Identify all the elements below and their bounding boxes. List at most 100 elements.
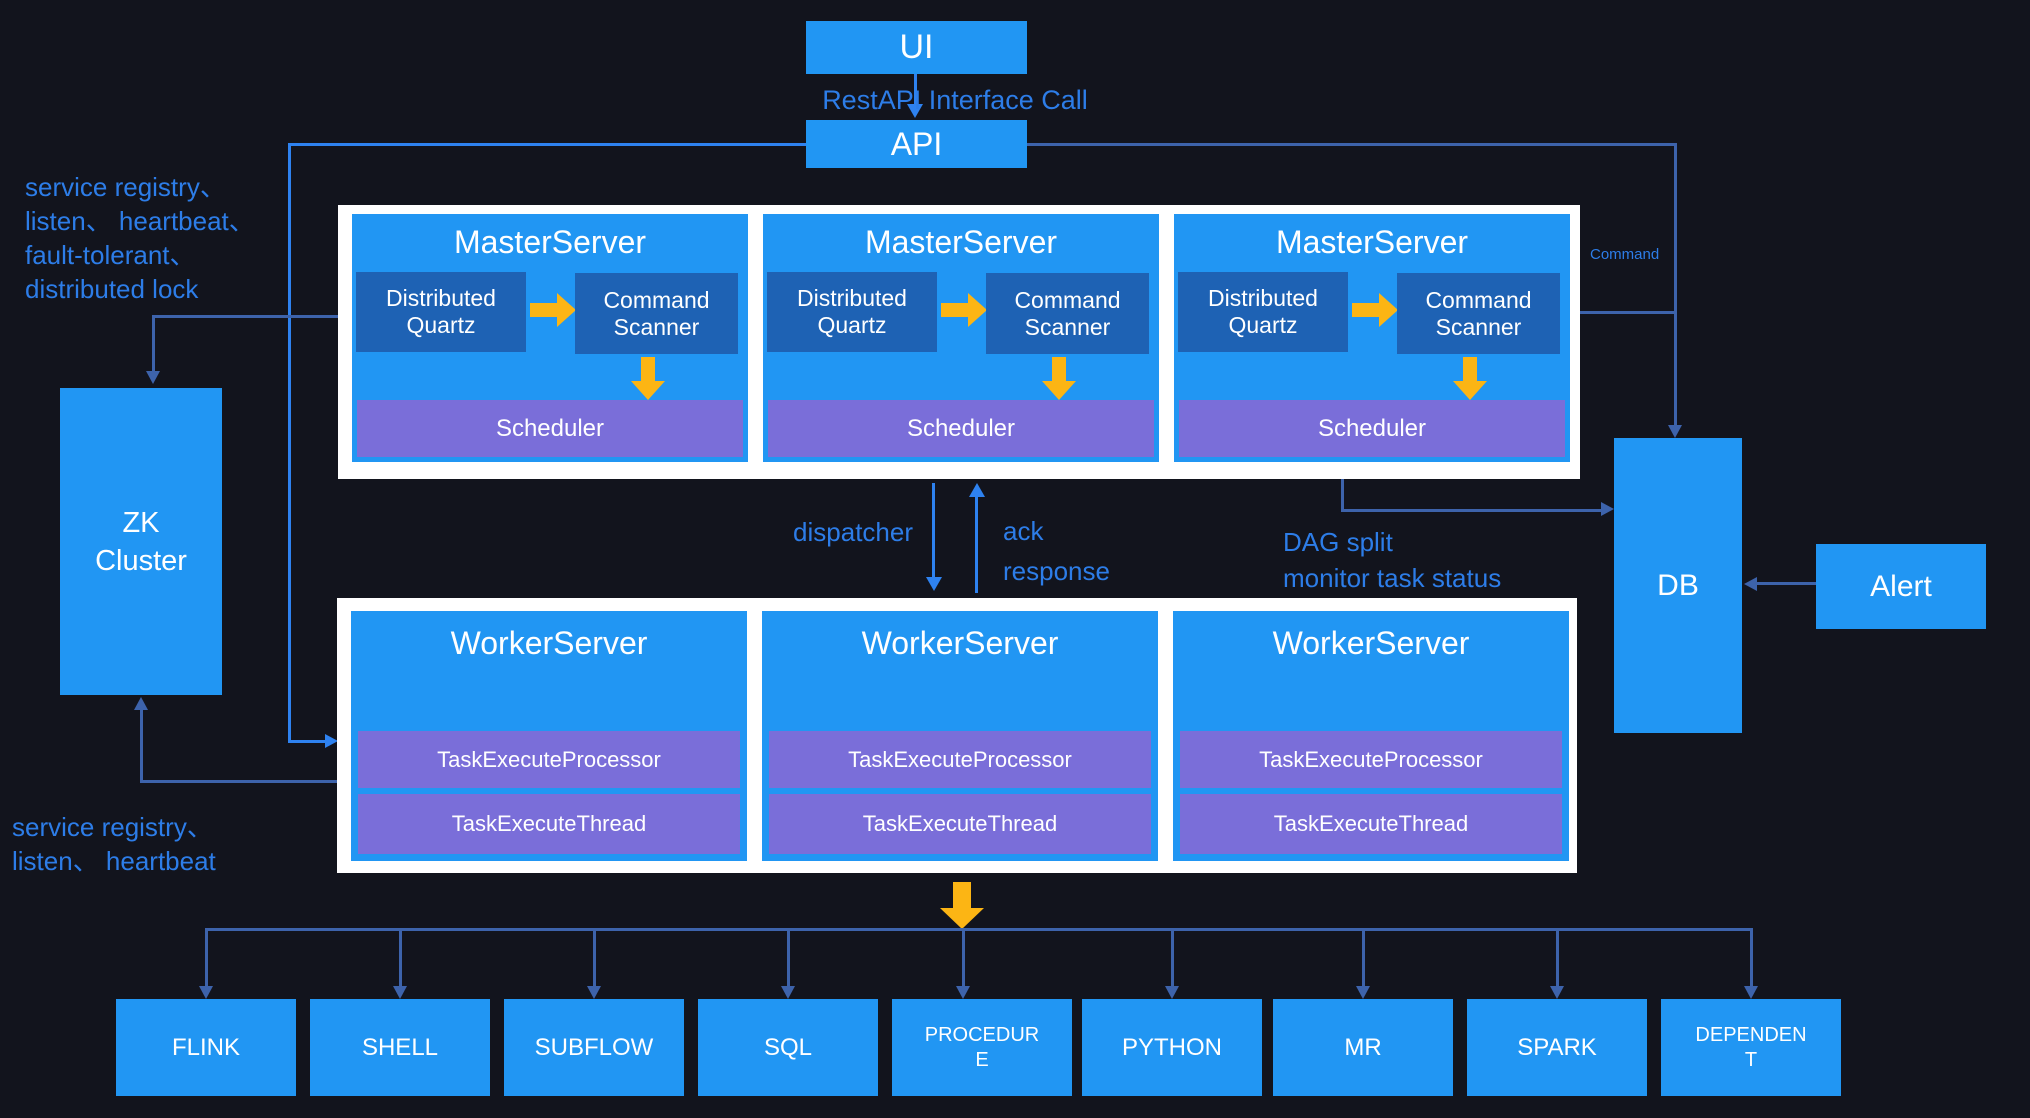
dag-split-label: DAG split monitor task status <box>1283 527 1502 593</box>
api-left-line-horizontal <box>288 143 806 146</box>
scanner-to-scheduler-arrow <box>641 357 655 381</box>
scanner-to-scheduler-arrowhead-icon <box>1042 381 1076 400</box>
worker-to-zk-arrowhead-icon <box>134 697 148 710</box>
zk-note-bottom: service registry、 listen、 heartbeat <box>12 812 216 876</box>
dag-line-horizontal <box>1341 509 1601 512</box>
ui-to-api-line <box>914 74 917 106</box>
master-server-container: MasterServer Distributed Quartz Command … <box>338 205 1580 479</box>
task-type-subflow: SUBFLOW <box>504 999 684 1096</box>
db-node: DB <box>1614 438 1742 733</box>
task-type-procedure: PROCEDURE <box>892 999 1072 1096</box>
scheduler-bar: Scheduler <box>768 400 1154 457</box>
task-type-shell: SHELL <box>310 999 490 1096</box>
ack-response-label: ack response <box>1003 516 1110 586</box>
quartz-to-scanner-arrowhead-icon <box>968 293 987 327</box>
ui-node: UI <box>806 21 1027 74</box>
ack-line <box>975 497 978 593</box>
master-server-title: MasterServer <box>453 224 647 260</box>
task-type-python: PYTHON <box>1082 999 1262 1096</box>
master-to-zk-line-vertical <box>152 315 155 371</box>
scanner-to-scheduler-arrowhead-icon <box>631 381 665 400</box>
dag-line-vertical <box>1341 479 1344 512</box>
distributed-quartz-box: Distributed Quartz <box>767 272 937 352</box>
quartz-to-scanner-arrow <box>1352 303 1379 317</box>
api-to-worker-line <box>288 740 325 743</box>
task-branch-line <box>1750 928 1753 986</box>
command-label: Command <box>1590 246 1660 263</box>
worker-to-tasks-arrowhead-icon <box>940 908 984 929</box>
worker-server-title: WorkerServer <box>450 625 648 661</box>
quartz-to-scanner-arrow <box>941 303 968 317</box>
worker-server-card: WorkerServer TaskExecuteProcessor TaskEx… <box>351 611 747 861</box>
command-scanner-box: Command Scanner <box>1397 273 1560 354</box>
task-branch-line <box>962 928 965 986</box>
dispatcher-line <box>932 483 935 577</box>
task-execute-thread-bar: TaskExecuteThread <box>769 794 1151 854</box>
task-execute-processor-bar: TaskExecuteProcessor <box>358 731 740 788</box>
zk-cluster-node: ZK Cluster <box>60 388 222 695</box>
task-type-flink: FLINK <box>116 999 296 1096</box>
scanner-to-scheduler-arrow <box>1463 357 1477 381</box>
worker-to-zk-line-horizontal <box>140 780 337 783</box>
zk-note-top: service registry、 listen、 heartbeat、 fau… <box>25 172 255 304</box>
command-scanner-box: Command Scanner <box>986 273 1149 354</box>
scheduler-bar: Scheduler <box>1179 400 1565 457</box>
task-branch-line <box>593 928 596 986</box>
master-server-card: MasterServer Distributed Quartz Command … <box>352 214 748 462</box>
distributed-quartz-box: Distributed Quartz <box>1178 272 1348 352</box>
worker-server-card: WorkerServer TaskExecuteProcessor TaskEx… <box>762 611 1158 861</box>
api-to-db-arrowhead-icon <box>1668 425 1682 438</box>
quartz-to-scanner-arrow <box>530 303 557 317</box>
task-branch-arrowhead-icon <box>393 986 407 999</box>
distributed-quartz-box: Distributed Quartz <box>356 272 526 352</box>
worker-to-tasks-arrow <box>953 882 971 908</box>
ack-arrowhead-icon <box>969 483 985 497</box>
task-branch-line <box>399 928 402 986</box>
task-execute-processor-bar: TaskExecuteProcessor <box>769 731 1151 788</box>
task-branch-arrowhead-icon <box>781 986 795 999</box>
api-to-db-line-vertical <box>1674 143 1677 425</box>
api-to-worker-arrowhead-icon <box>325 734 338 748</box>
scanner-to-scheduler-arrow <box>1052 357 1066 381</box>
task-branch-line <box>1556 928 1559 986</box>
task-execute-processor-bar: TaskExecuteProcessor <box>1180 731 1562 788</box>
task-branch-arrowhead-icon <box>587 986 601 999</box>
master-server-card: MasterServer Distributed Quartz Command … <box>1174 214 1570 462</box>
task-type-spark: SPARK <box>1467 999 1647 1096</box>
task-type-procedure-label: PROCEDURE <box>924 1023 1040 1071</box>
scanner-to-scheduler-arrowhead-icon <box>1453 381 1487 400</box>
worker-to-zk-line-vertical <box>140 710 143 783</box>
alert-to-db-line <box>1757 582 1816 585</box>
task-type-dependent: DEPENDENT <box>1661 999 1841 1096</box>
worker-server-card: WorkerServer TaskExecuteProcessor TaskEx… <box>1173 611 1569 861</box>
task-type-mr: MR <box>1273 999 1453 1096</box>
worker-server-title: WorkerServer <box>861 625 1059 661</box>
task-branch-line <box>1171 928 1174 986</box>
worker-server-title: WorkerServer <box>1272 625 1470 661</box>
task-branch-arrowhead-icon <box>1165 986 1179 999</box>
rest-api-call-label: RestAPI Interface Call <box>822 85 1088 115</box>
master-server-title: MasterServer <box>864 224 1058 260</box>
task-type-dependent-label: DEPENDENT <box>1695 1023 1807 1071</box>
worker-server-container: WorkerServer TaskExecuteProcessor TaskEx… <box>337 598 1577 873</box>
task-execute-thread-bar: TaskExecuteThread <box>1180 794 1562 854</box>
alert-to-db-arrowhead-icon <box>1744 577 1757 591</box>
api-left-line-vertical <box>288 143 291 743</box>
dispatcher-arrowhead-icon <box>926 577 942 591</box>
master-server-card: MasterServer Distributed Quartz Command … <box>763 214 1159 462</box>
task-branch-arrowhead-icon <box>199 986 213 999</box>
ui-to-api-arrowhead-icon <box>907 104 923 118</box>
task-execute-thread-bar: TaskExecuteThread <box>358 794 740 854</box>
alert-node: Alert <box>1816 544 1986 629</box>
task-branch-arrowhead-icon <box>956 986 970 999</box>
task-branch-line <box>205 928 208 986</box>
master-to-zk-line-horizontal <box>152 315 338 318</box>
quartz-to-scanner-arrowhead-icon <box>557 293 576 327</box>
dag-arrowhead-icon <box>1601 502 1614 516</box>
task-branch-line <box>1362 928 1365 986</box>
task-type-sql: SQL <box>698 999 878 1096</box>
task-distribution-line <box>205 928 1753 931</box>
task-branch-arrowhead-icon <box>1356 986 1370 999</box>
api-right-line-horizontal <box>1027 143 1677 146</box>
